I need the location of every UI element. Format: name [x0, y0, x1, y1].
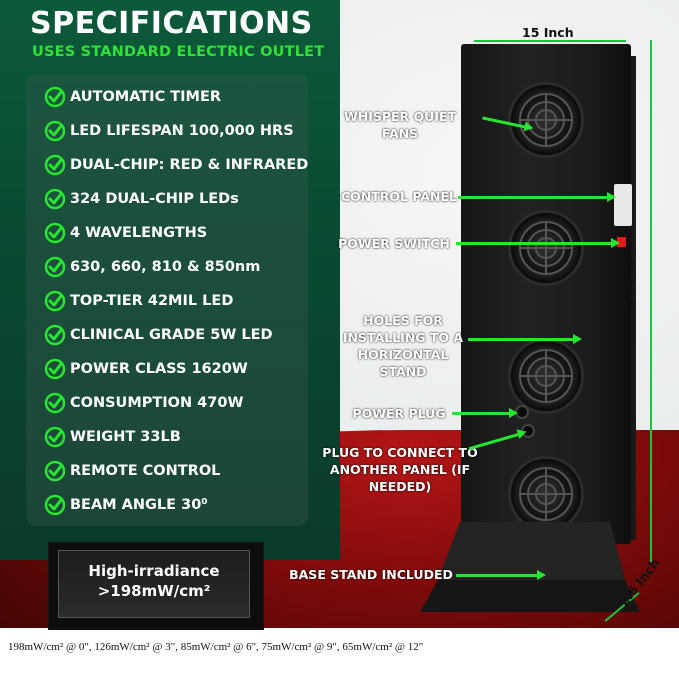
check-icon [44, 358, 66, 380]
badge-line-2: >198mW/cm² [97, 582, 211, 600]
spec-item: 4 WAVELENGTHS [44, 216, 308, 250]
spec-item: CONSUMPTION 470W [44, 386, 308, 420]
check-icon [44, 460, 66, 482]
spec-item: 324 DUAL-CHIP LEDs [44, 182, 308, 216]
callout-power-plug: POWER PLUG [352, 406, 446, 421]
spec-label: REMOTE CONTROL [70, 463, 221, 479]
background-green-panel [0, 0, 340, 560]
check-icon [44, 256, 66, 278]
spec-label: LED LIFESPAN 100,000 HRS [70, 123, 294, 139]
spec-label: TOP-TIER 42MIL LED [70, 293, 234, 309]
spec-list: AUTOMATIC TIMER LED LIFESPAN 100,000 HRS D… [44, 80, 308, 522]
check-icon [44, 290, 66, 312]
check-icon [44, 120, 66, 142]
spec-item: POWER CLASS 1620W [44, 352, 308, 386]
spec-item: DUAL-CHIP: RED & INFRARED [44, 148, 308, 182]
badge-line-1: High-irradiance [88, 562, 220, 580]
page-title: SPECIFICATIONS [30, 6, 313, 41]
spec-item: CLINICAL GRADE 5W LED [44, 318, 308, 352]
fan-icon [508, 210, 584, 286]
spec-item: LED LIFESPAN 100,000 HRS [44, 114, 308, 148]
spec-item: BEAM ANGLE 30⁰ [44, 488, 308, 522]
dimension-height-line [650, 40, 652, 562]
spec-panel [26, 74, 308, 526]
spec-item: TOP-TIER 42MIL LED [44, 284, 308, 318]
spec-item: WEIGHT 33LB [44, 420, 308, 454]
check-icon [44, 324, 66, 346]
base-stand-graphic [420, 522, 640, 612]
callout-base-stand: BASE STAND INCLUDED [289, 567, 453, 582]
callout-control-panel: CONTROL PANEL [340, 189, 457, 204]
power-switch-graphic [617, 237, 626, 247]
spec-item: REMOTE CONTROL [44, 454, 308, 488]
check-icon [44, 154, 66, 176]
arrow-control-panel [458, 192, 616, 202]
background-footer [0, 628, 679, 679]
arrow-base-stand [456, 570, 546, 580]
check-icon [44, 188, 66, 210]
irradiance-footer: 198mW/cm² @ 0", 126mW/cm² @ 3", 85mW/cm²… [8, 641, 424, 653]
check-icon [44, 494, 66, 516]
spec-label: CLINICAL GRADE 5W LED [70, 327, 273, 343]
control-panel-graphic [614, 184, 632, 226]
fan-icon [508, 82, 584, 158]
arrow-power-plug [452, 408, 518, 418]
spec-label: POWER CLASS 1620W [70, 361, 248, 377]
arrow-power-switch [456, 238, 620, 248]
callout-plug-connect: PLUG TO CONNECT TO ANOTHER PANEL (IF NEE… [322, 445, 478, 494]
spec-label: 630, 660, 810 & 850nm [70, 259, 261, 275]
arrow-holes [468, 334, 582, 344]
callout-power-switch: POWER SWITCH [338, 236, 450, 251]
check-icon [44, 222, 66, 244]
check-icon [44, 392, 66, 414]
callout-fans: WHISPER QUIET FANS [343, 109, 457, 141]
spec-label: WEIGHT 33LB [70, 429, 181, 445]
spec-label: AUTOMATIC TIMER [70, 89, 222, 105]
spec-label: 324 DUAL-CHIP LEDs [70, 191, 239, 207]
fan-icon [508, 338, 584, 414]
spec-label: BEAM ANGLE 30⁰ [70, 497, 208, 513]
page-subtitle: USES STANDARD ELECTRIC OUTLET [32, 44, 325, 60]
check-icon [44, 86, 66, 108]
spec-item: AUTOMATIC TIMER [44, 80, 308, 114]
spec-label: 4 WAVELENGTHS [70, 225, 208, 241]
spec-label: DUAL-CHIP: RED & INFRARED [70, 157, 309, 173]
dimension-width-line [474, 40, 626, 42]
spec-label: CONSUMPTION 470W [70, 395, 244, 411]
check-icon [44, 426, 66, 448]
irradiance-badge: High-irradiance >198mW/cm² [58, 550, 250, 618]
callout-holes: HOLES FOR INSTALLING TO A HORIZONTAL STA… [342, 313, 464, 379]
dimension-height: 41 Inch [621, 258, 636, 310]
dimension-width: 15 Inch [522, 25, 574, 40]
spec-item: 630, 660, 810 & 850nm [44, 250, 308, 284]
